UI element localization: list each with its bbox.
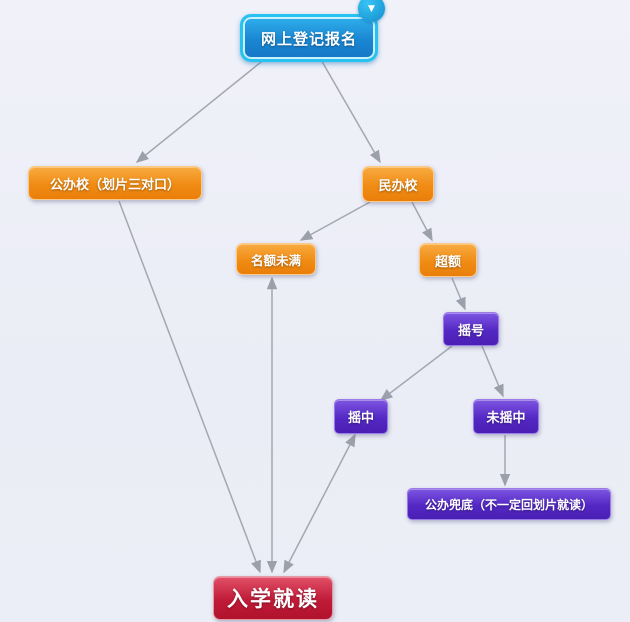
node-over-quota-label: 超额	[434, 254, 461, 270]
edge-private-over	[411, 201, 433, 242]
node-public-fallback-label: 公办兜底（不一定回划片就读）	[424, 497, 593, 512]
edge-over-lottery	[451, 277, 466, 311]
node-online-registration[interactable]: 网上登记报名	[240, 14, 378, 62]
edge-won-enroll	[283, 433, 356, 574]
collapse-badge-button[interactable]: ▼	[358, 0, 385, 22]
chevron-down-icon: ▼	[368, 3, 375, 14]
node-private-school[interactable]: 民办校	[362, 166, 434, 202]
edge-public-enroll	[118, 200, 261, 574]
node-enroll[interactable]: 入学就读	[213, 576, 333, 620]
node-lottery-not-won[interactable]: 未摇中	[473, 399, 539, 434]
node-lottery[interactable]: 摇号	[443, 312, 499, 346]
node-quota-not-full-label: 名额未满	[250, 252, 301, 268]
node-public-school-label: 公办校（划片三对口）	[49, 177, 180, 193]
node-lottery-won-label: 摇中	[347, 411, 374, 426]
node-public-fallback[interactable]: 公办兜底（不一定回划片就读）	[407, 488, 611, 520]
node-public-school[interactable]: 公办校（划片三对口）	[28, 166, 202, 200]
node-lottery-label: 摇号	[457, 323, 484, 339]
edge-lottery-notwon	[481, 345, 504, 398]
node-lottery-won[interactable]: 摇中	[334, 399, 388, 434]
edge-root-public	[135, 57, 267, 163]
node-enroll-label: 入学就读	[227, 587, 319, 611]
edge-private-quota	[299, 201, 371, 241]
node-over-quota[interactable]: 超额	[419, 243, 477, 277]
node-lottery-not-won-label: 未摇中	[486, 411, 526, 426]
edge-root-private	[319, 57, 381, 164]
node-online-registration-label: 网上登记报名	[260, 29, 357, 48]
node-private-school-label: 民办校	[378, 178, 418, 194]
edge-lottery-won	[379, 345, 453, 401]
node-quota-not-full[interactable]: 名额未满	[236, 243, 316, 275]
